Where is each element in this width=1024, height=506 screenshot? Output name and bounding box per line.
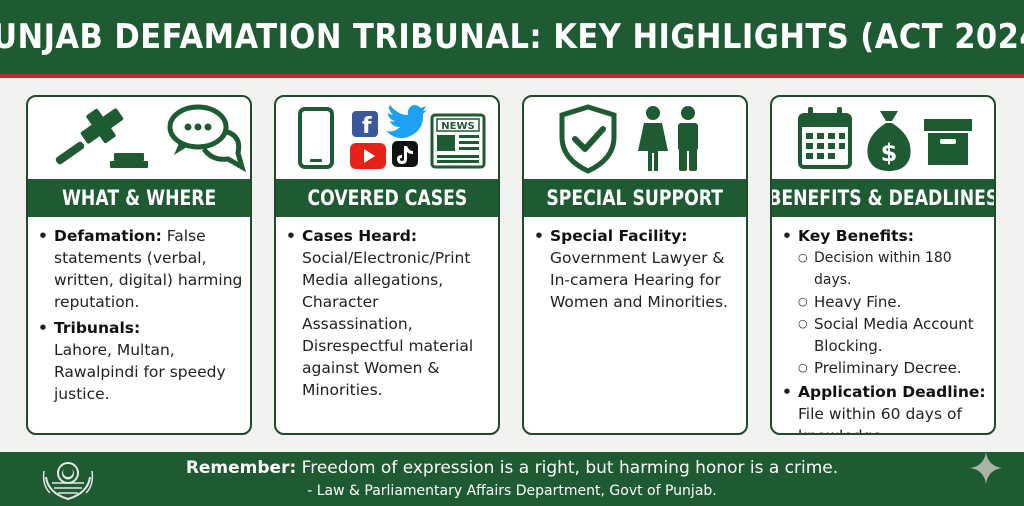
list-item: • Tribunals: Lahore, Multan, Rawalpindi f… (38, 317, 244, 405)
item-label: Defamation: (54, 227, 162, 245)
list-item: ○ Preliminary Decree. (798, 357, 988, 379)
facebook-icon: f (352, 111, 378, 139)
item-text: Preliminary Decree. (814, 359, 962, 377)
page-title: PUNJAB DEFAMATION TRIBUNAL: KEY HIGHLIGH… (0, 17, 1024, 57)
card-heading-band: WHAT & WHERE (28, 179, 250, 217)
card-icons: $ (772, 97, 994, 179)
bullet-dot: • (38, 227, 48, 245)
card-icons: f NEWS (276, 97, 498, 179)
item-label: Key Benefits: (798, 227, 914, 245)
item-label: Tribunals: (54, 319, 141, 337)
calendar-icon (798, 107, 852, 169)
list-item: • Application Deadline: File within 60 da… (782, 381, 988, 433)
list-item: ○ Decision within 180 days. (798, 247, 988, 291)
card-benefits-deadlines: $ BENEFITS & DEADLINES • Key Benefits: ○… (770, 95, 996, 435)
bullet-dot: • (286, 227, 296, 245)
svg-text:$: $ (881, 139, 898, 167)
list-item: • Cases Heard: Social/Electronic/Print Me… (286, 225, 492, 401)
list-item: ○ Social Media Account Blocking. (798, 313, 988, 357)
circle-bullet: ○ (798, 317, 808, 330)
youtube-icon (350, 143, 386, 169)
card-content: • Cases Heard: Social/Electronic/Print Me… (286, 225, 492, 405)
list-item: ○ Heavy Fine. (798, 291, 988, 313)
card-heading: WHAT & WHERE (61, 186, 217, 210)
item-text: Social Media Account Blocking. (814, 315, 974, 355)
item-label: Cases Heard: (302, 227, 418, 245)
remember-text: Freedom of expression is a right, but ha… (296, 458, 839, 478)
title-banner: PUNJAB DEFAMATION TRIBUNAL: KEY HIGHLIGH… (0, 0, 1024, 74)
card-heading-band: COVERED CASES (276, 179, 498, 217)
list-item: • Key Benefits: (782, 225, 988, 247)
item-text: False statements (verbal, written, digit… (54, 227, 243, 311)
punjab-seal-icon (42, 462, 94, 501)
card-heading-band: SPECIAL SUPPORT (524, 179, 746, 217)
chat-bubbles-icon (167, 104, 247, 173)
gavel-icon (55, 108, 148, 168)
item-label: Application Deadline: (798, 383, 986, 401)
card-content: • Key Benefits: ○ Decision within 180 day… (782, 225, 988, 433)
sparkle-icon (970, 452, 1002, 484)
item-label: Special Facility: (550, 227, 688, 245)
bullet-dot: • (782, 227, 792, 245)
card-content: • Defamation: False statements (verbal, … (38, 225, 244, 409)
card-heading: BENEFITS & DEADLINES (770, 186, 996, 210)
item-text: File within 60 days of knowledge. (798, 405, 962, 433)
card-icons (28, 97, 250, 179)
card-content: • Special Facility: Government Lawyer & I… (534, 225, 740, 317)
twitter-icon (386, 105, 427, 139)
card-special-support: SPECIAL SUPPORT • Special Facility: Gover… (522, 95, 748, 435)
card-what-where: WHAT & WHERE • Defamation: False stateme… (26, 95, 252, 435)
man-icon (678, 106, 698, 171)
newspaper-label: NEWS (441, 121, 474, 132)
item-text: Lahore, Multan, Rawalpindi for speedy ju… (54, 341, 226, 403)
tiktok-icon (392, 141, 418, 167)
footer-credit: - Law & Parliamentary Affairs Department… (307, 483, 717, 499)
card-covered-cases: f NEWS (274, 95, 500, 435)
smartphone-icon (298, 107, 334, 169)
footer-banner: Remember: Freedom of expression is a rig… (0, 452, 1024, 506)
list-item: • Special Facility: Government Lawyer & I… (534, 225, 740, 313)
circle-bullet: ○ (798, 295, 808, 308)
item-text: Decision within 180 days. (814, 250, 952, 288)
bullet-dot: • (38, 319, 48, 337)
bullet-dot: • (782, 383, 792, 401)
item-text: Government Lawyer & In-camera Hearing fo… (550, 249, 728, 311)
money-bag-icon: $ (867, 111, 911, 171)
newspaper-icon: NEWS (430, 113, 486, 169)
card-heading: COVERED CASES (307, 186, 467, 210)
card-heading-band: BENEFITS & DEADLINES (772, 179, 994, 217)
remember-label: Remember: (185, 458, 297, 478)
card-icons (524, 97, 746, 179)
list-item: • Defamation: False statements (verbal, … (38, 225, 244, 313)
red-divider (0, 74, 1024, 78)
card-heading: SPECIAL SUPPORT (546, 186, 724, 210)
footer-reminder: Remember: Freedom of expression is a rig… (0, 458, 1024, 478)
bullet-dot: • (534, 227, 544, 245)
archive-box-icon (924, 119, 972, 165)
shield-check-icon (559, 104, 617, 174)
circle-bullet: ○ (798, 251, 808, 264)
item-text: Social/Electronic/Print Media allegation… (302, 249, 474, 399)
benefits-list: ○Decision within 180 days. ○Heavy Fine. … (798, 247, 988, 379)
woman-icon (638, 106, 668, 171)
svg-text:f: f (362, 114, 372, 139)
circle-bullet: ○ (798, 361, 808, 374)
item-text: Heavy Fine. (814, 293, 902, 311)
